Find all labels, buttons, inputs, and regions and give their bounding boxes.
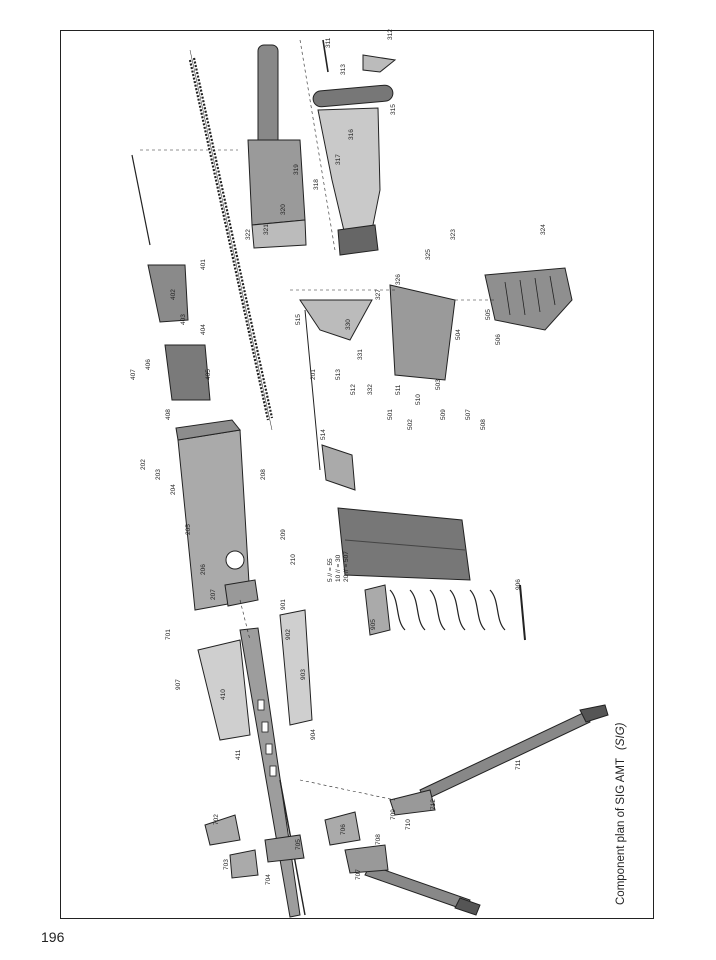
part-number-label: 506 [495, 334, 502, 345]
wooden-buttstock [312, 39, 397, 256]
part-number-label: 406 [145, 359, 152, 370]
part-number-label: 710 [405, 819, 412, 830]
bipod-leg-lower [344, 844, 481, 916]
part-number-label: 209 [280, 529, 287, 540]
bipod-leg-upper [389, 704, 609, 816]
recoil-spring [188, 49, 274, 431]
part-number-label: 513 [335, 369, 342, 380]
part-number-label: 515 [295, 314, 302, 325]
magazine-text: 5 // = 55 10 // = 30 20 // = 507 [327, 551, 350, 582]
part-number-label: 318 [313, 179, 320, 190]
part-number-label: 504 [455, 329, 462, 340]
part-number-label: 325 [425, 249, 432, 260]
part-number-label: 311 [325, 37, 332, 48]
part-number-label: 326 [395, 274, 402, 285]
pistol-grip [484, 267, 573, 331]
part-number-label: 405 [205, 369, 212, 380]
figure-caption: Component plan of SIG AMT (SIG) [615, 722, 627, 905]
caption-maker: (SIG) [615, 722, 627, 750]
part-number-label: 508 [480, 419, 487, 430]
part-number-label: 512 [350, 384, 357, 395]
part-number-label: 502 [407, 419, 414, 430]
part-number-label: 323 [450, 229, 457, 240]
part-number-label: 503 [435, 379, 442, 390]
part-number-label: 331 [357, 349, 364, 360]
part-number-label: 207 [210, 589, 217, 600]
part-number-label: 205 [185, 524, 192, 535]
part-number-label: 327 [375, 289, 382, 300]
part-number-label: 403 [180, 314, 187, 325]
part-number-label: 709 [390, 809, 397, 820]
part-number-label: 904 [310, 729, 317, 740]
part-number-label: 705 [295, 839, 302, 850]
part-number-label: 711 [515, 759, 522, 770]
part-number-label: 322 [245, 229, 252, 240]
part-number-label: 509 [440, 409, 447, 420]
part-number-labels: 311 312 313 315 316 317 318 319 320 321 322 323 324 3… [130, 29, 547, 885]
receiver [175, 419, 259, 611]
part-number-label: 906 [515, 579, 522, 590]
part-number-label: 204 [170, 484, 177, 495]
part-number-label: 315 [390, 104, 397, 115]
part-number-label: 901 [280, 599, 287, 610]
bolt-group [131, 154, 211, 401]
part-number-label: 324 [540, 224, 547, 235]
part-number-label: 712 [430, 799, 437, 810]
part-number-label: 321 [263, 224, 270, 235]
part-number-label: 708 [375, 834, 382, 845]
part-number-label: 703 [223, 859, 230, 870]
part-number-label: 510 [415, 394, 422, 405]
caption-title: Component plan of SIG AMT [615, 757, 627, 905]
part-number-label: 905 [370, 619, 377, 630]
part-number-label: 319 [293, 164, 300, 175]
part-number-label: 410 [220, 689, 227, 700]
part-number-label: 902 [285, 629, 292, 640]
assembly-lines [140, 39, 495, 801]
part-number-label: 706 [340, 824, 347, 835]
part-number-label: 201 [310, 369, 317, 380]
part-number-label: 206 [200, 564, 207, 575]
part-number-label: 316 [348, 129, 355, 140]
buttstock-tube [247, 44, 307, 249]
svg-text:20 // = 507: 20 // = 507 [343, 551, 350, 582]
part-number-label: 203 [155, 469, 162, 480]
part-number-label: 330 [345, 319, 352, 330]
part-number-label: 401 [200, 259, 207, 270]
part-number-label: 208 [260, 469, 267, 480]
part-number-label: 907 [175, 679, 182, 690]
part-number-label: 701 [165, 629, 172, 640]
part-number-label: 202 [140, 459, 147, 470]
part-number-label: 313 [340, 64, 347, 75]
part-number-label: 505 [485, 309, 492, 320]
part-number-label: 501 [387, 409, 394, 420]
svg-text:10 // = 30: 10 // = 30 [335, 554, 342, 582]
part-number-label: 312 [387, 29, 394, 40]
part-number-label: 408 [165, 409, 172, 420]
trigger-housing [299, 284, 456, 491]
part-number-label: 332 [367, 384, 374, 395]
part-number-label: 704 [265, 874, 272, 885]
part-number-label: 903 [300, 669, 307, 680]
part-number-label: 511 [395, 384, 402, 395]
part-number-label: 411 [235, 749, 242, 760]
front-sight-parts [204, 811, 361, 879]
handguards [197, 609, 313, 741]
part-number-label: 407 [130, 369, 137, 380]
magazine [337, 507, 526, 641]
part-number-label: 317 [335, 154, 342, 165]
part-number-label: 402 [170, 289, 177, 300]
part-number-label: 514 [320, 429, 327, 440]
part-number-label: 507 [465, 409, 472, 420]
diagram-frame [60, 30, 654, 919]
part-number-label: 707 [355, 869, 362, 880]
part-number-label: 210 [290, 554, 297, 565]
part-number-label: 404 [200, 324, 207, 335]
magazine-spring [389, 589, 506, 631]
part-number-label: 702 [213, 814, 220, 825]
page-number: 196 [41, 929, 65, 945]
svg-text:5 // = 55: 5 // = 55 [327, 558, 334, 582]
part-number-label: 320 [280, 204, 287, 215]
